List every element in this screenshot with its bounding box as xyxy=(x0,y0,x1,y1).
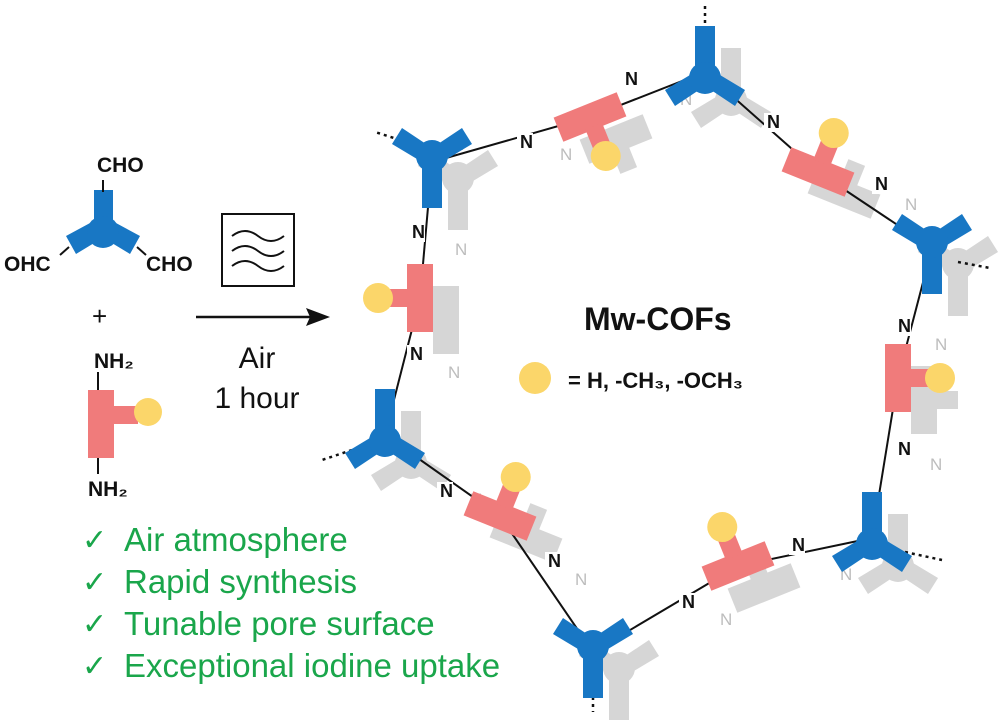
check-icon: ✓ xyxy=(82,608,107,641)
back-imine-label: N xyxy=(930,455,942,474)
imine-label: N xyxy=(682,592,695,612)
aldehyde-y-shape xyxy=(66,190,140,254)
substituent-dot xyxy=(363,283,393,313)
back-imine-label: N xyxy=(455,240,467,259)
legend-substituent-dot xyxy=(519,362,551,394)
aldehyde-nodes xyxy=(345,26,972,698)
imine-label: N xyxy=(625,69,638,89)
imine-label: N xyxy=(898,316,911,336)
back-imine-label: N xyxy=(575,570,587,589)
framework-extension xyxy=(957,260,991,270)
back-imine-label: N xyxy=(560,145,572,164)
substituent-dot xyxy=(590,140,621,171)
amine-linker xyxy=(363,264,433,332)
amine-linker xyxy=(781,118,855,197)
condition-air: Air xyxy=(239,342,276,375)
amine-linker xyxy=(463,462,537,541)
back-imine-label: N xyxy=(905,195,917,214)
check-icon: ✓ xyxy=(82,650,107,683)
substituent-legend: = H, -CH₃, -OCH₃ xyxy=(568,368,743,393)
aldehyde-monomer: CHO OHC CHO xyxy=(4,154,193,276)
check-icon: ✓ xyxy=(82,566,107,599)
plus-sign: + xyxy=(92,301,107,331)
feature-item: Rapid synthesis xyxy=(124,563,357,600)
cho-right-label: CHO xyxy=(146,253,193,276)
amine-linker xyxy=(701,512,775,591)
back-imine-label: N xyxy=(935,335,947,354)
imine-label: N xyxy=(792,535,805,555)
amine-linkers xyxy=(363,92,955,591)
aldehyde-node xyxy=(392,128,472,208)
nh2-top-label: NH₂ xyxy=(94,350,134,373)
condition-time: 1 hour xyxy=(214,382,299,415)
substituent-dot xyxy=(134,398,162,426)
amine-monomer: NH₂ NH₂ xyxy=(88,350,162,501)
framework-extension xyxy=(321,448,353,462)
substituent-dot xyxy=(818,118,849,149)
aldehyde-node xyxy=(345,389,425,469)
cho-top-label: CHO xyxy=(97,154,144,177)
microwave-icon xyxy=(221,213,295,287)
amine-linker xyxy=(885,344,955,412)
amine-linker xyxy=(553,92,627,171)
aldehyde-node xyxy=(892,214,972,294)
imine-label: N xyxy=(875,174,888,194)
framework-title: Mw-COFs xyxy=(584,301,732,337)
imine-label: N xyxy=(898,439,911,459)
check-icon: ✓ xyxy=(82,524,107,557)
imine-label: N xyxy=(440,481,453,501)
aldehyde-node xyxy=(832,492,912,572)
reaction-arrow xyxy=(196,308,330,326)
ohc-left-label: OHC xyxy=(4,253,51,276)
back-imine-label: N xyxy=(720,610,732,629)
nh2-bottom-label: NH₂ xyxy=(88,478,128,501)
aldehyde-node xyxy=(665,26,745,106)
substituent-dot xyxy=(925,363,955,393)
substituent-dot xyxy=(707,512,738,543)
aldehyde-node xyxy=(553,618,633,698)
imine-label: N xyxy=(412,222,425,242)
framework-extension xyxy=(374,130,401,142)
feature-item: Exceptional iodine uptake xyxy=(124,647,500,684)
feature-item: Air atmosphere xyxy=(124,521,348,558)
imine-label: N xyxy=(520,132,533,152)
imine-label: N xyxy=(410,344,423,364)
substituent-dot xyxy=(500,462,531,493)
amine-linker-shape xyxy=(88,390,114,458)
feature-item: Tunable pore surface xyxy=(124,605,435,642)
back-imine-label: N xyxy=(448,363,460,382)
imine-label: N xyxy=(767,112,780,132)
imine-label: N xyxy=(548,551,561,571)
feature-list: ✓ Air atmosphere ✓ Rapid synthesis ✓ Tun… xyxy=(82,521,500,684)
